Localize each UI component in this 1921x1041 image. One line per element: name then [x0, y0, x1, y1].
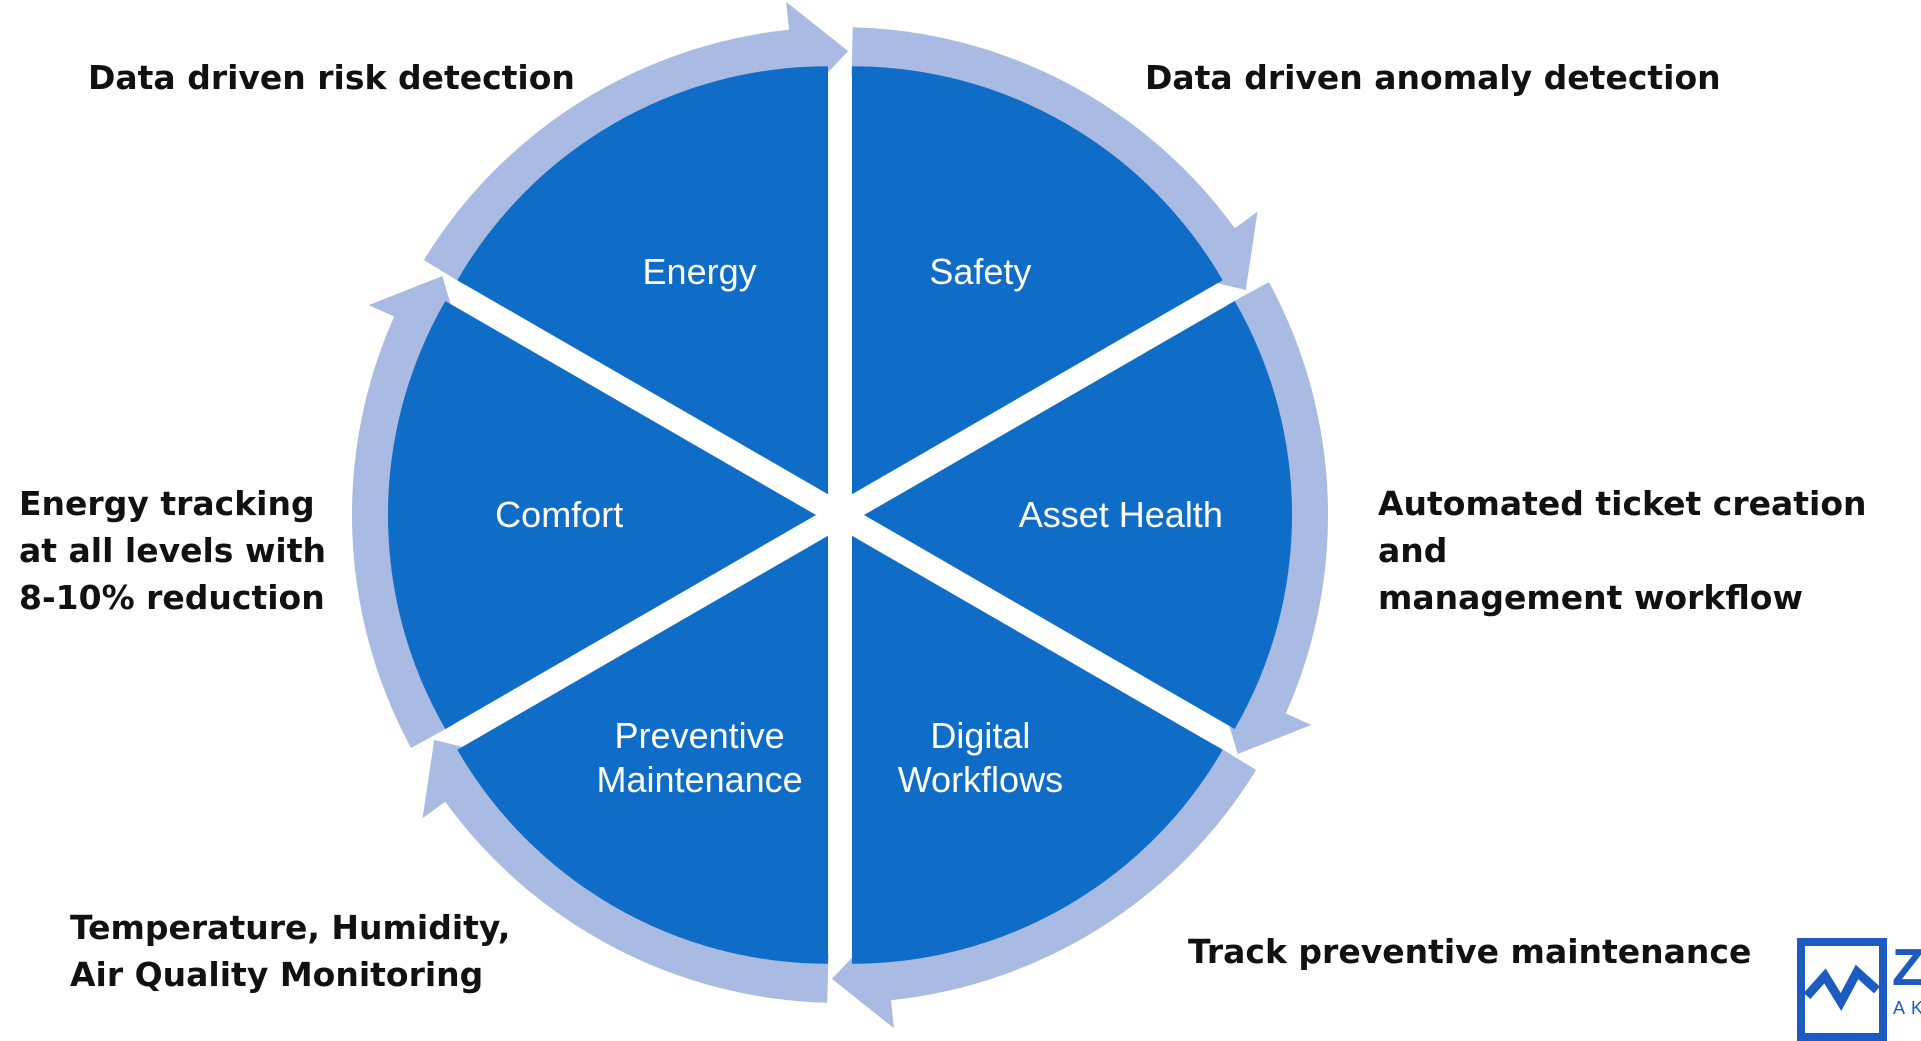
- logo-subtext: AK: [1893, 998, 1921, 1018]
- annotation-risk-detection: Data driven risk detection: [88, 58, 575, 97]
- segment-label-line: Digital: [930, 715, 1030, 756]
- cycle-arrow-digital-workflows: [831, 744, 1257, 1029]
- segment-energy: Energy: [457, 66, 828, 495]
- segment-wedge-preventive-maintenance: [457, 535, 828, 964]
- annotation-energy-tracking: Energy tracking at all levels with 8-10%…: [19, 484, 327, 617]
- segment-label-line: Safety: [929, 251, 1031, 292]
- segment-label-safety: Safety: [929, 251, 1031, 292]
- annotation-anomaly-detection: Data driven anomaly detection: [1145, 58, 1721, 97]
- cycle-arrows: [351, 1, 1329, 1029]
- segment-safety: Safety: [852, 66, 1223, 495]
- segment-label-line: Workflows: [898, 759, 1063, 800]
- zenatix-logo-icon: [1797, 938, 1887, 1041]
- segment-wedge-comfort: [387, 301, 816, 729]
- company-logo: Z AK: [1797, 938, 1921, 1041]
- segment-label-asset-health: Asset Health: [1019, 494, 1223, 535]
- cycle-arrow-preventive-maintenance: [422, 740, 829, 1003]
- segment-wedge-digital-workflows: [852, 535, 1223, 964]
- annotation-preventive-maintenance: Track preventive maintenance: [1188, 932, 1752, 971]
- segment-asset-health: Asset Health: [864, 301, 1293, 729]
- segment-label-line: Comfort: [495, 494, 623, 535]
- segment-label-energy: Energy: [643, 251, 757, 292]
- cycle-arrow-asset-health: [1216, 282, 1329, 754]
- segment-comfort: Comfort: [387, 301, 816, 729]
- cycle-arrow-comfort: [351, 276, 464, 748]
- segment-label-comfort: Comfort: [495, 494, 623, 535]
- cycle-arrow-safety: [851, 27, 1258, 290]
- segment-wedge-energy: [457, 66, 828, 495]
- annotation-environment-monitoring: Temperature, Humidity, Air Quality Monit…: [70, 908, 511, 994]
- segment-label-line: Asset Health: [1019, 494, 1223, 535]
- segment-wedge-safety: [852, 66, 1223, 495]
- logo-letter: Z: [1892, 939, 1921, 997]
- segment-wedge-asset-health: [864, 301, 1293, 729]
- segment-label-line: Energy: [643, 251, 757, 292]
- annotation-ticket-workflow: Automated ticket creation and management…: [1378, 484, 1867, 617]
- cycle-arrow-energy: [423, 1, 849, 286]
- segment-label-line: Preventive: [615, 715, 785, 756]
- segment-label-line: Maintenance: [597, 759, 803, 800]
